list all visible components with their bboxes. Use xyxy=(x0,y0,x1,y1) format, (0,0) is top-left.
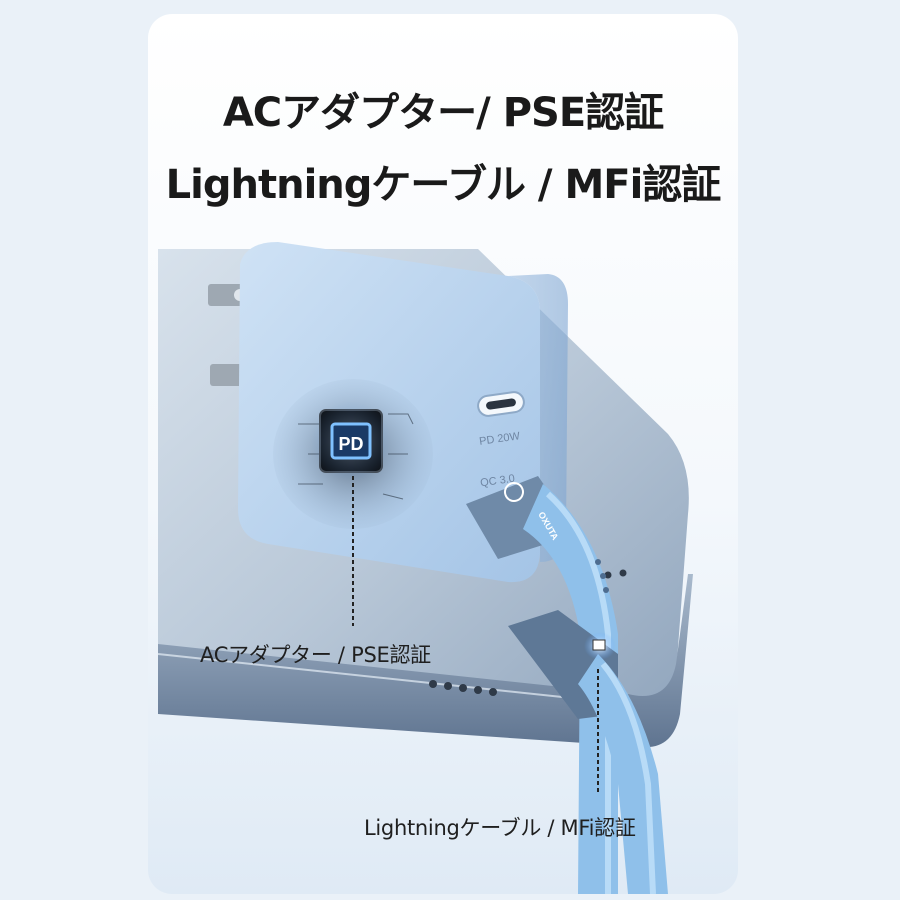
usb-a-port-label: QC 3.0 xyxy=(479,473,515,490)
headline-line-2: Lightningケーブル / MFi認証 xyxy=(165,162,722,208)
chip-label: PD xyxy=(338,434,363,454)
cable-label: Lightningケーブル / MFi認証 xyxy=(364,816,636,840)
usb-a-cable: OXUTA xyxy=(466,476,618,894)
product-card: PD PD 20W QC 3.0 OXUTA xyxy=(148,14,738,894)
usb-c-port-label: PD 20W xyxy=(478,430,521,448)
ac-adapter: PD PD 20W QC 3.0 xyxy=(208,242,568,583)
adapter-label: ACアダプター / PSE認証 xyxy=(200,643,431,667)
lightning-cable xyxy=(508,610,668,894)
headline-line-1: ACアダプター/ PSE認証 xyxy=(222,90,664,136)
product-illustration: PD PD 20W QC 3.0 OXUTA xyxy=(157,242,693,894)
